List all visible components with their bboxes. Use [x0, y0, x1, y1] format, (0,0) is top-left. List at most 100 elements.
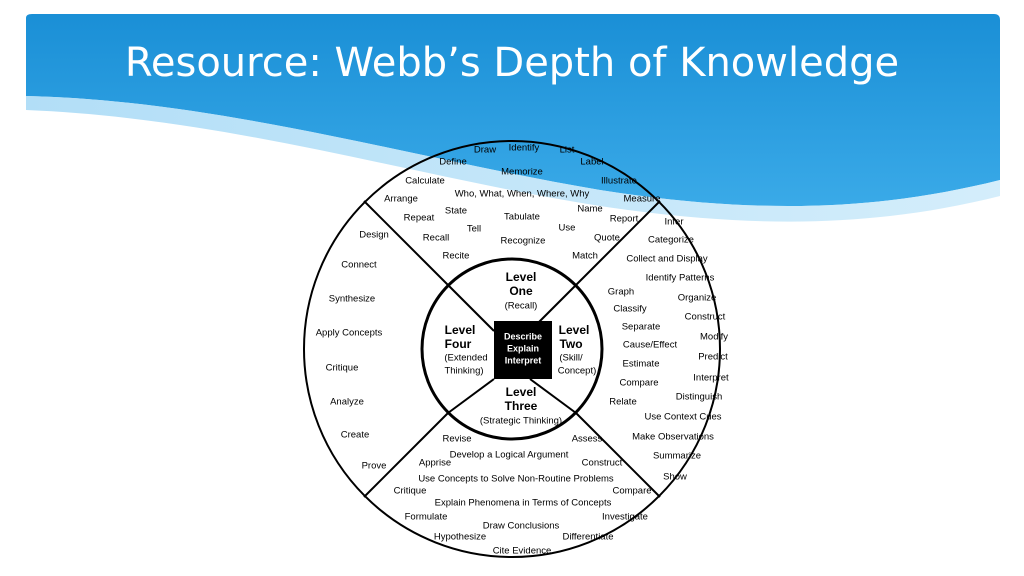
word: Critique [394, 486, 427, 497]
level-two-title-1: Level [559, 323, 590, 337]
word: Use [559, 223, 576, 234]
divider-sw [363, 412, 449, 498]
word: Make Observations [632, 432, 714, 443]
level-one-words: Draw Identify List Define Label Memorize… [384, 143, 660, 262]
word: Memorize [501, 167, 543, 178]
word: Explain Phenomena in Terms of Concepts [435, 498, 612, 509]
word: Separate [622, 322, 661, 333]
word: Apply Concepts [316, 328, 383, 339]
center-word-interpret: Interpret [505, 355, 542, 365]
word: Predict [698, 352, 728, 363]
word: Hypothesize [434, 532, 486, 543]
level-two-subtitle-1: (Skill/ [559, 353, 583, 364]
word: Infer [664, 217, 683, 228]
word: Interpret [693, 373, 729, 384]
word: Summarize [653, 451, 701, 462]
word: Identify Patterns [646, 273, 715, 284]
word: Show [663, 472, 687, 483]
word: Construct [582, 458, 623, 469]
center-word-describe: Describe [504, 331, 542, 341]
word: Critique [326, 363, 359, 374]
word: Use Concepts to Solve Non-Routine Proble… [418, 474, 614, 485]
word: Tabulate [504, 212, 540, 223]
word: Who, What, When, Where, Why [455, 189, 590, 200]
word: Analyze [330, 397, 364, 408]
word: Develop a Logical Argument [450, 450, 569, 461]
level-one-title-1: Level [506, 270, 537, 284]
word: Categorize [648, 235, 694, 246]
word: Organize [678, 293, 717, 304]
level-one-title-2: One [509, 284, 533, 298]
inner-divider-nw [447, 284, 495, 332]
center-word-explain: Explain [507, 343, 539, 353]
word: Match [572, 251, 598, 262]
word: Use Context Cues [644, 412, 721, 423]
level-four-title-2: Four [445, 337, 472, 351]
level-four-subtitle-1: (Extended [444, 353, 487, 364]
level-three-subtitle: (Strategic Thinking) [480, 416, 562, 427]
word: Apprise [419, 458, 451, 469]
center-box [494, 321, 552, 379]
word: Classify [613, 304, 647, 315]
level-four-subtitle-2: Thinking) [444, 366, 483, 377]
word: Assess [572, 434, 603, 445]
word: Label [580, 157, 603, 168]
word: Name [577, 204, 602, 215]
word: Formulate [405, 512, 448, 523]
word: Tell [467, 224, 481, 235]
word: Prove [362, 461, 387, 472]
word: Construct [685, 312, 726, 323]
inner-divider-se [529, 378, 577, 414]
word: Define [439, 157, 466, 168]
word: Investigate [602, 512, 648, 523]
level-four-words: Design Connect Synthesize Apply Concepts… [316, 230, 389, 472]
divider-ne [575, 200, 661, 286]
word: Quote [594, 233, 620, 244]
word: Arrange [384, 194, 418, 205]
word: Cause/Effect [623, 340, 678, 351]
header-background [26, 14, 1000, 222]
slide-title: Resource: Webb’s Depth of Knowledge [124, 40, 900, 86]
word: Synthesize [329, 294, 375, 305]
word: Draw [474, 145, 496, 156]
divider-se [575, 412, 661, 498]
word: Revise [442, 434, 471, 445]
level-two-title-2: Two [559, 337, 582, 351]
word: Relate [609, 397, 636, 408]
outer-ring [303, 140, 721, 558]
word: Calculate [405, 176, 445, 187]
word: Differentiate [562, 532, 613, 543]
word: Recognize [501, 236, 546, 247]
level-three-words: Revise Assess Develop a Logical Argument… [394, 434, 652, 557]
word: State [445, 206, 467, 217]
word: Repeat [404, 213, 435, 224]
level-four-title-1: Level [445, 323, 476, 337]
word: Design [359, 230, 389, 241]
level-two-words: Infer Categorize Collect and Display Ide… [608, 217, 729, 483]
word: Compare [619, 378, 658, 389]
level-three-title-1: Level [506, 385, 537, 399]
word: Measure [624, 194, 661, 205]
word: Connect [341, 260, 377, 271]
word: Draw Conclusions [483, 521, 560, 532]
word: Modify [700, 332, 728, 343]
word: Cite Evidence [493, 546, 552, 557]
word: Report [610, 214, 639, 225]
word: Collect and Display [626, 254, 708, 265]
word: Create [341, 430, 370, 441]
word: Identify [509, 143, 540, 154]
word: List [560, 145, 575, 156]
word: Estimate [623, 359, 660, 370]
divider-nw [363, 200, 449, 286]
word: Recite [443, 251, 470, 262]
inner-divider-sw [447, 378, 495, 414]
word: Compare [612, 486, 651, 497]
word: Distinguish [676, 392, 722, 403]
level-one-subtitle: (Recall) [505, 301, 538, 312]
level-two-subtitle-2: Concept) [558, 366, 597, 377]
word: Illustrate [601, 176, 637, 187]
level-three-title-2: Three [505, 399, 538, 413]
word: Recall [423, 233, 449, 244]
